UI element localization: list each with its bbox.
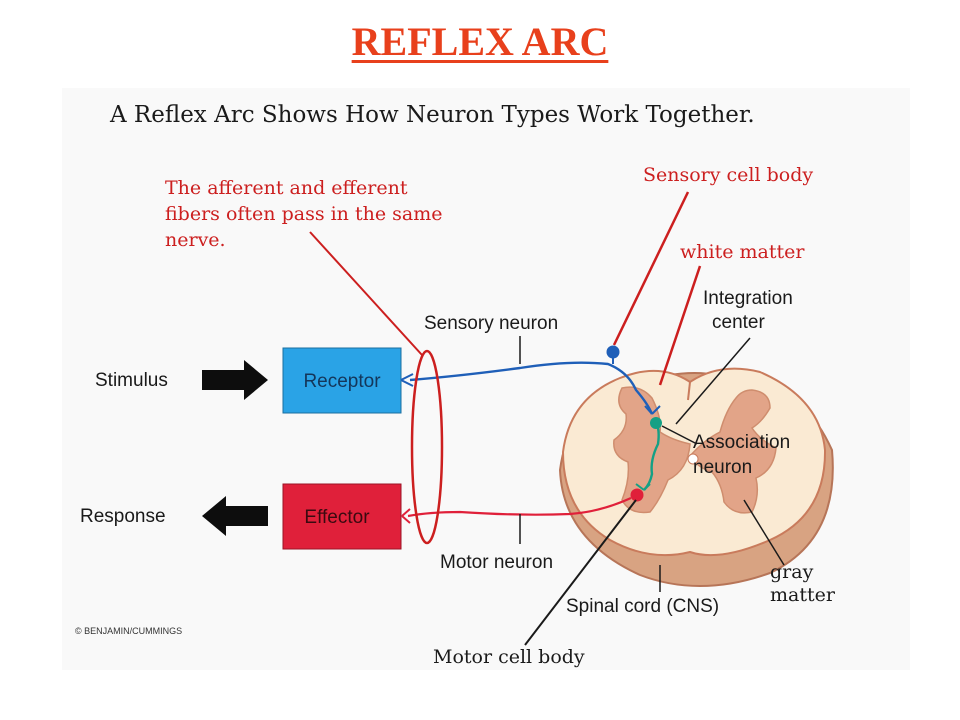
afferent-efferent-note: The afferent and efferent fibers often p… [165,177,442,251]
white-matter-leader [658,265,702,386]
integration-center-label-line2: center [712,312,765,333]
receptor-box: Receptor [282,347,402,414]
motor-cell-body-label: Motor cell body [433,646,585,668]
dorsal-notch [687,381,691,401]
sensory-neuron-fiber [400,345,661,415]
sensory-cell-body [606,345,620,359]
association-neuron-label-line1: Association [693,432,790,453]
spinal-cord-label: Spinal cord (CNS) [566,596,719,617]
central-canal [687,453,699,465]
sensory-cell-body-leader [612,191,690,346]
effector-label: Effector [304,507,370,528]
motor-cell-body-leader [524,499,637,646]
integration-center-leader [675,337,751,425]
copyright-label: © BENJAMIN/CUMMINGS [75,626,182,636]
slide-title: REFLEX ARC [0,18,960,65]
response-label: Response [80,506,166,527]
receptor-label: Receptor [303,371,381,392]
gray-matter-label-line2: matter [770,584,836,606]
note-leader [309,231,423,356]
sensory-neuron-label: Sensory neuron [424,313,558,334]
association-neuron-label-line2: neuron [693,457,752,478]
effector-box: Effector [282,483,402,550]
nerve-ellipse [410,349,444,545]
motor-neuron-label: Motor neuron [440,552,553,573]
effector-rect [282,483,402,550]
white-matter-label: white matter [680,241,805,263]
sensory-cell-body-label: Sensory cell body [643,164,813,186]
note-line-2: fibers often pass in the same [165,203,442,225]
gray-matter-right [689,389,777,514]
gray-matter-leader [743,499,785,566]
slide-title-text: REFLEX ARC [351,19,609,64]
integration-center-label-line1: Integration [703,288,793,309]
motor-cell-body [630,488,644,502]
association-neuron-leader [661,425,698,445]
association-neuron [635,417,662,491]
motor-axon [407,496,632,518]
response-arrow-icon [202,496,268,536]
stimulus-arrow-icon [202,360,268,400]
motor-neuron-fiber [401,488,644,524]
association-cell-body [650,417,662,429]
note-line-3: nerve. [165,229,226,251]
gray-matter-label-line1: gray [770,561,814,583]
figure-heading: A Reflex Arc Shows How Neuron Types Work… [109,102,755,128]
stimulus-label: Stimulus [95,370,168,391]
sensory-axon [409,361,654,415]
note-line-1: The afferent and efferent [165,177,408,199]
